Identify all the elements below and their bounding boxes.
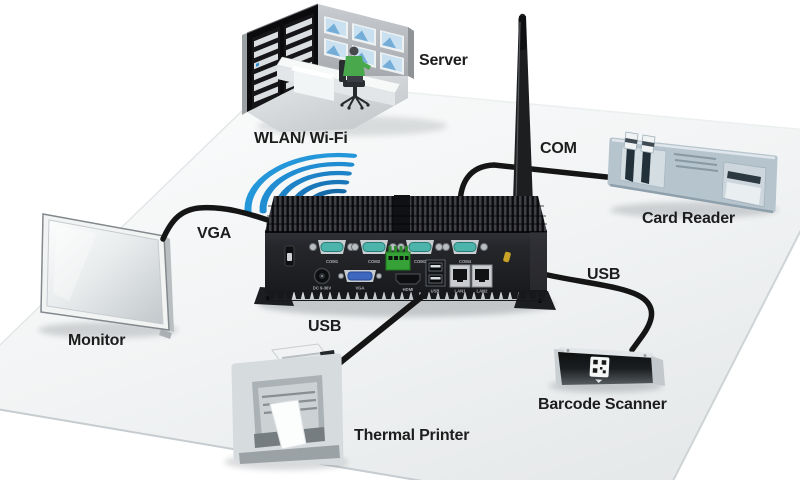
qr-code-graphic xyxy=(589,356,610,384)
dc-port-label: DC 9-36V xyxy=(313,286,332,291)
usb-printer-connection-label: USB xyxy=(308,318,342,335)
monitor-label: Monitor xyxy=(68,332,126,349)
vga-port: VGA xyxy=(338,270,382,291)
card-slot-1 xyxy=(625,146,635,182)
card-reader-label: Card Reader xyxy=(642,210,735,227)
control-desk xyxy=(276,56,401,106)
vga-connection-label: VGA xyxy=(197,225,232,242)
wall-monitors xyxy=(324,16,404,75)
server-label: Server xyxy=(419,52,468,69)
power-switch xyxy=(284,245,295,267)
bottom-fins xyxy=(265,290,547,301)
thermal-printer-illustration xyxy=(231,343,344,466)
hdmi-port-label: HDMI xyxy=(403,287,414,292)
inserted-cards xyxy=(623,131,656,154)
usb-cable-scanner xyxy=(540,271,655,353)
usb-cable-printer xyxy=(334,291,428,368)
heatsink-fins xyxy=(265,195,547,233)
vga-port-label: VGA xyxy=(355,286,364,291)
card-reader-illustration xyxy=(607,131,778,214)
receipt-paper xyxy=(269,399,307,450)
usb-ports: USB xyxy=(425,259,446,294)
vga-cable xyxy=(160,204,279,242)
thermal-printer-label: Thermal Printer xyxy=(354,427,470,444)
lan2-port-label: LAN2 xyxy=(477,289,489,294)
embedded-box-pc-illustration: COM1 COM2 COM3 COM4 DC 9-36V VGA HDMI xyxy=(254,13,556,310)
serial-com-ports: COM1 COM2 COM3 COM4 xyxy=(309,240,488,264)
hdmi-port: HDMI xyxy=(395,273,421,292)
barcode-scanner-illustration xyxy=(554,347,665,386)
com3-port-label: COM3 xyxy=(414,259,427,264)
card-slot-2 xyxy=(641,149,651,184)
antenna-connector xyxy=(503,251,511,263)
phoenix-terminal xyxy=(385,246,411,271)
operator-person xyxy=(339,46,371,110)
server-room-illustration xyxy=(242,3,414,132)
monitor-illustration xyxy=(40,213,174,339)
com2-port-label: COM2 xyxy=(368,259,381,264)
reader-vents xyxy=(673,153,719,172)
swipe-module xyxy=(721,161,767,208)
com4-port-label: COM4 xyxy=(459,259,472,264)
lan-ports: LAN1 LAN2 xyxy=(449,264,493,294)
com1-port-label: COM1 xyxy=(326,259,339,264)
lan1-port-label: LAN1 xyxy=(455,289,467,294)
com-connection-label: COM xyxy=(540,140,577,157)
wlan-wifi-label: WLAN/ Wi-Fi xyxy=(254,130,348,147)
dc-power-jack: DC 9-36V xyxy=(313,267,332,291)
usb-port-label: USB xyxy=(431,289,440,294)
barcode-scanner-label: Barcode Scanner xyxy=(538,396,667,413)
monitor-screen xyxy=(46,219,164,325)
usb-scanner-connection-label: USB xyxy=(587,266,621,283)
rack-led xyxy=(256,62,259,67)
